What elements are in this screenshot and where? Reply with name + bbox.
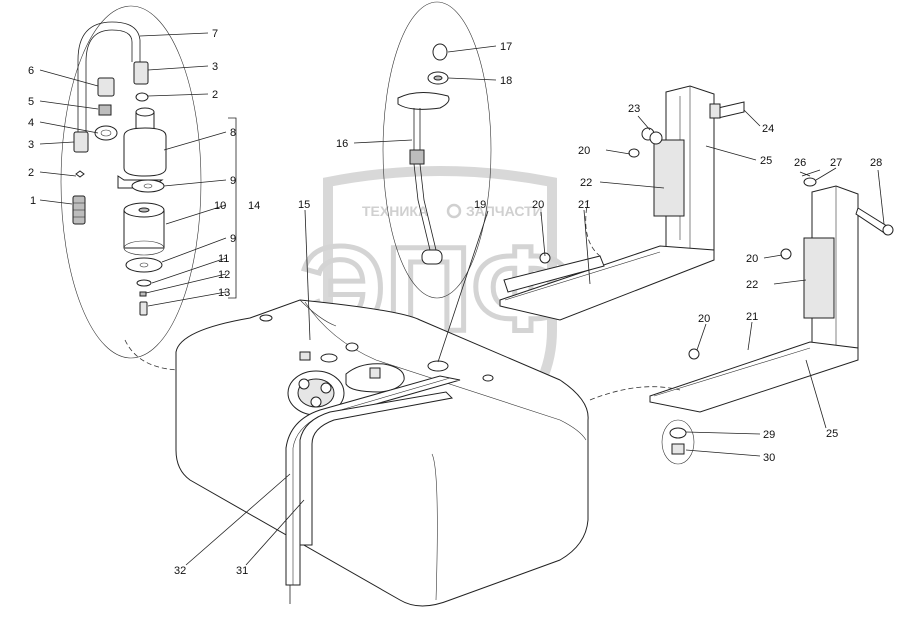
callout-16: 16: [336, 138, 348, 150]
callout-22b: 22: [746, 279, 758, 291]
callout-28: 28: [870, 157, 882, 169]
callout-2: 2: [28, 167, 34, 179]
fuel-tank: [175, 299, 589, 607]
callout-3: 3: [28, 139, 34, 151]
callout-30: 30: [763, 452, 775, 464]
callout-7: 7: [212, 28, 218, 40]
callout-13: 13: [218, 287, 230, 299]
callout-2b: 2: [212, 89, 218, 101]
leader-lines: [39, 32, 885, 566]
callout-3b: 3: [212, 61, 218, 73]
callout-24: 24: [762, 123, 774, 135]
callout-21b: 21: [746, 311, 758, 323]
callout-10: 10: [214, 200, 226, 212]
callout-numbers: 1 2 3 4 5 6 7 3 2 8 9 10 9 11 12 13 14 1…: [28, 28, 882, 577]
callout-14: 14: [248, 200, 260, 212]
callout-19: 19: [474, 199, 486, 211]
callout-1: 1: [30, 195, 36, 207]
fuel-intake-exploded-group: [382, 1, 492, 299]
callout-9: 9: [230, 175, 236, 187]
callout-18: 18: [500, 75, 512, 87]
callout-5: 5: [28, 96, 34, 108]
callout-26: 26: [794, 157, 806, 169]
gear-icon: [446, 203, 462, 219]
callout-27: 27: [830, 157, 842, 169]
callout-11: 11: [218, 253, 229, 265]
callout-15: 15: [298, 199, 310, 211]
tank-bracket-lower: [589, 169, 894, 465]
callout-9b: 9: [230, 233, 236, 245]
callout-25b: 25: [826, 428, 838, 440]
watermark-text-right: ЗАПЧАСТИ: [466, 203, 543, 219]
callout-4: 4: [28, 117, 34, 129]
callout-21: 21: [578, 199, 590, 211]
callout-31: 31: [236, 565, 248, 577]
callout-32: 32: [174, 565, 186, 577]
callout-12: 12: [218, 269, 230, 281]
watermark-text-left: ТЕХНИКА: [362, 203, 428, 219]
callout-29: 29: [763, 429, 775, 441]
callout-20c: 20: [746, 253, 758, 265]
callout-8: 8: [230, 127, 236, 139]
callout-17: 17: [500, 41, 512, 53]
callout-25: 25: [760, 155, 772, 167]
callout-22: 22: [580, 177, 592, 189]
callout-20d: 20: [698, 313, 710, 325]
callout-20b: 20: [578, 145, 590, 157]
tank-bracket-upper: [499, 85, 745, 321]
callout-20: 20: [532, 199, 544, 211]
callout-23: 23: [628, 103, 640, 115]
callout-6: 6: [28, 65, 34, 77]
